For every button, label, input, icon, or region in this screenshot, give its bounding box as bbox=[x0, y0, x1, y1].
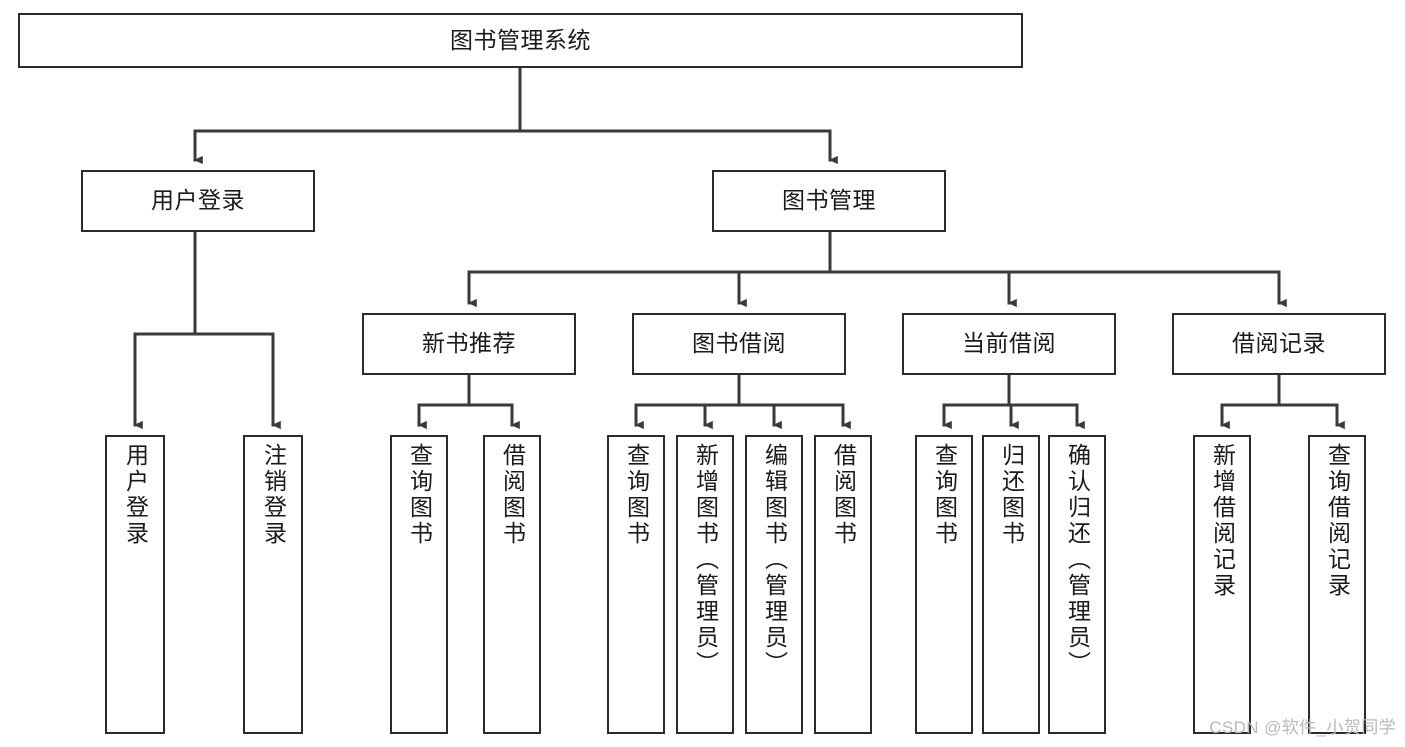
node-label: 编辑图书（管理员） bbox=[761, 443, 788, 677]
node-label: 借阅记录 bbox=[1232, 330, 1326, 357]
leaf-book-borrow-query[interactable]: 查询图书 bbox=[607, 435, 665, 734]
node-label: 确认归还（管理员） bbox=[1064, 443, 1091, 677]
node-book-borrow[interactable]: 图书借阅 bbox=[632, 313, 846, 375]
leaf-current-borrow-return[interactable]: 归还图书 bbox=[982, 435, 1040, 734]
node-label: 新增图书（管理员） bbox=[692, 443, 719, 677]
node-label: 借阅图书 bbox=[499, 443, 526, 547]
node-root-system[interactable]: 图书管理系统 bbox=[18, 13, 1023, 68]
node-label: 图书管理 bbox=[782, 187, 876, 214]
leaf-book-borrow-edit[interactable]: 编辑图书（管理员） bbox=[745, 435, 803, 734]
node-label: 新增借阅记录 bbox=[1209, 443, 1236, 599]
node-label: 归还图书 bbox=[998, 443, 1025, 547]
leaf-user-login-login[interactable]: 用户登录 bbox=[105, 435, 165, 734]
node-label: 用户登录 bbox=[122, 443, 149, 547]
leaf-new-book-borrow[interactable]: 借阅图书 bbox=[483, 435, 541, 734]
leaf-current-borrow-query[interactable]: 查询图书 bbox=[915, 435, 973, 734]
node-label: 查询图书 bbox=[406, 443, 433, 547]
node-new-book-recommend[interactable]: 新书推荐 bbox=[362, 313, 576, 375]
leaf-book-borrow-add[interactable]: 新增图书（管理员） bbox=[676, 435, 734, 734]
node-label: 查询图书 bbox=[623, 443, 650, 547]
node-label: 当前借阅 bbox=[962, 330, 1056, 357]
node-book-management[interactable]: 图书管理 bbox=[712, 170, 946, 232]
node-borrow-record[interactable]: 借阅记录 bbox=[1172, 313, 1386, 375]
node-label: 查询图书 bbox=[931, 443, 958, 547]
node-label: 新书推荐 bbox=[422, 330, 516, 357]
node-label: 注销登录 bbox=[260, 443, 287, 547]
node-user-login[interactable]: 用户登录 bbox=[81, 170, 315, 232]
node-label: 查询借阅记录 bbox=[1324, 443, 1351, 599]
leaf-new-book-query[interactable]: 查询图书 bbox=[390, 435, 448, 734]
leaf-borrow-record-add[interactable]: 新增借阅记录 bbox=[1193, 435, 1251, 734]
node-current-borrow[interactable]: 当前借阅 bbox=[902, 313, 1116, 375]
leaf-book-borrow-borrow[interactable]: 借阅图书 bbox=[814, 435, 872, 734]
node-label: 借阅图书 bbox=[830, 443, 857, 547]
leaf-current-borrow-confirm-return[interactable]: 确认归还（管理员） bbox=[1048, 435, 1106, 734]
node-label: 图书管理系统 bbox=[450, 26, 591, 53]
leaf-user-login-logout[interactable]: 注销登录 bbox=[243, 435, 303, 734]
node-label: 图书借阅 bbox=[692, 330, 786, 357]
node-label: 用户登录 bbox=[151, 187, 245, 214]
leaf-borrow-record-query[interactable]: 查询借阅记录 bbox=[1308, 435, 1366, 734]
